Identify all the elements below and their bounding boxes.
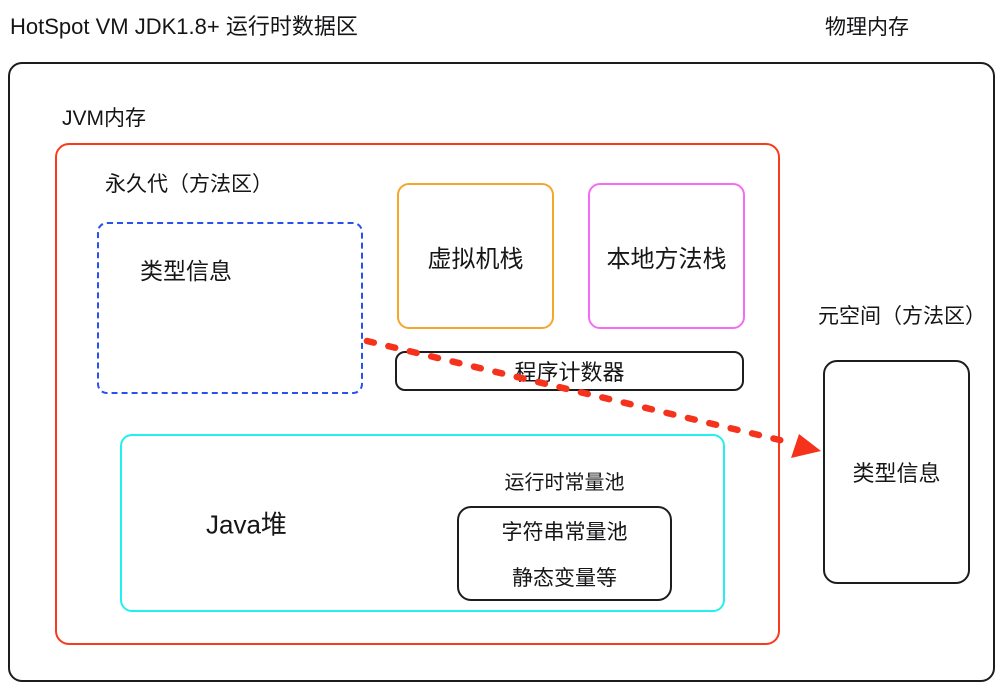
- metaspace-label: 元空间（方法区）: [818, 305, 986, 328]
- native-method-stack-label: 本地方法栈: [606, 245, 727, 273]
- string-pool-label: 字符串常量池: [501, 520, 628, 544]
- java-heap-box: Java堆 运行时常量池 字符串常量池 静态变量等: [120, 434, 725, 612]
- native-method-stack-box: 本地方法栈: [588, 183, 745, 329]
- page-title: HotSpot VM JDK1.8+ 运行时数据区: [10, 14, 358, 39]
- physical-memory-box: [8, 62, 995, 682]
- physical-memory-label: 物理内存: [825, 16, 909, 39]
- permgen-label: 永久代（方法区）: [105, 173, 273, 196]
- vm-stack-box: 虚拟机栈: [397, 183, 554, 329]
- java-heap-label: Java堆: [206, 509, 287, 540]
- runtime-constant-pool-label: 运行时常量池: [504, 472, 625, 494]
- pc-register-box: 程序计数器: [395, 351, 744, 391]
- vm-stack-label: 虚拟机栈: [427, 245, 524, 273]
- static-variables-label: 静态变量等: [512, 566, 617, 590]
- string-pool-box: 字符串常量池 静态变量等: [457, 506, 672, 601]
- permgen-type-info-label: 类型信息: [140, 258, 232, 284]
- jvm-memory-label: JVM内存: [62, 107, 146, 130]
- metaspace-type-info-box: 类型信息: [823, 360, 970, 584]
- permgen-type-info-box: 类型信息: [97, 222, 363, 394]
- pc-register-label: 程序计数器: [514, 360, 625, 385]
- metaspace-type-info-label: 类型信息: [852, 461, 941, 486]
